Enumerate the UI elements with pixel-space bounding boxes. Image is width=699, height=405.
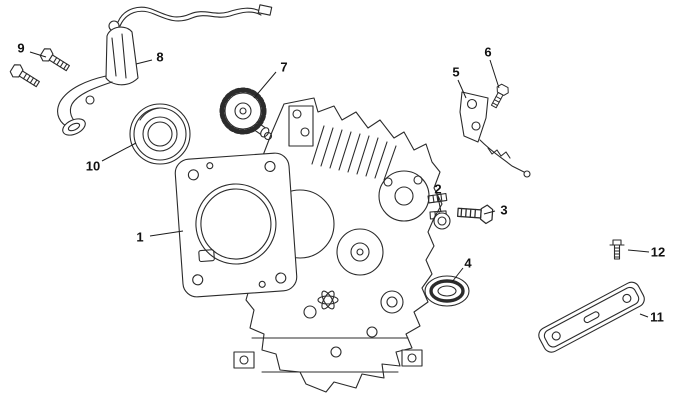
flange-bolts-drawing bbox=[9, 48, 70, 88]
crankcase-drawing bbox=[233, 97, 448, 393]
flange-screw-drawing bbox=[609, 239, 625, 260]
drain-bolt-drawing bbox=[456, 204, 494, 225]
sealing-washer-drawing bbox=[433, 212, 451, 230]
callout-12: 12 bbox=[650, 244, 666, 260]
pivot-bolt-drawing bbox=[490, 83, 509, 109]
oil-seal-drawing bbox=[424, 275, 470, 307]
governor-bracket-drawing bbox=[459, 91, 531, 178]
callout-4: 4 bbox=[464, 255, 472, 271]
mounting-plate-drawing bbox=[538, 281, 645, 353]
cooling-fins bbox=[311, 125, 397, 181]
callout-8: 8 bbox=[156, 49, 164, 65]
callout-1: 1 bbox=[136, 229, 144, 245]
callout-9: 9 bbox=[17, 40, 25, 56]
callout-3: 3 bbox=[500, 202, 508, 218]
callout-11: 11 bbox=[650, 309, 664, 325]
callout-2: 2 bbox=[434, 181, 442, 197]
callout-5: 5 bbox=[452, 64, 460, 80]
timing-gear-drawing bbox=[219, 87, 273, 141]
stud-bolt bbox=[427, 192, 448, 204]
leader-lines bbox=[29, 51, 650, 318]
callout-10: 10 bbox=[85, 158, 101, 174]
callout-7: 7 bbox=[280, 59, 288, 75]
ignition-coil-drawing bbox=[57, 4, 273, 136]
governor-gear bbox=[317, 290, 339, 310]
callout-6: 6 bbox=[484, 44, 492, 60]
gasket-plate-drawing bbox=[174, 152, 298, 298]
ball-bearing-drawing bbox=[129, 103, 191, 165]
